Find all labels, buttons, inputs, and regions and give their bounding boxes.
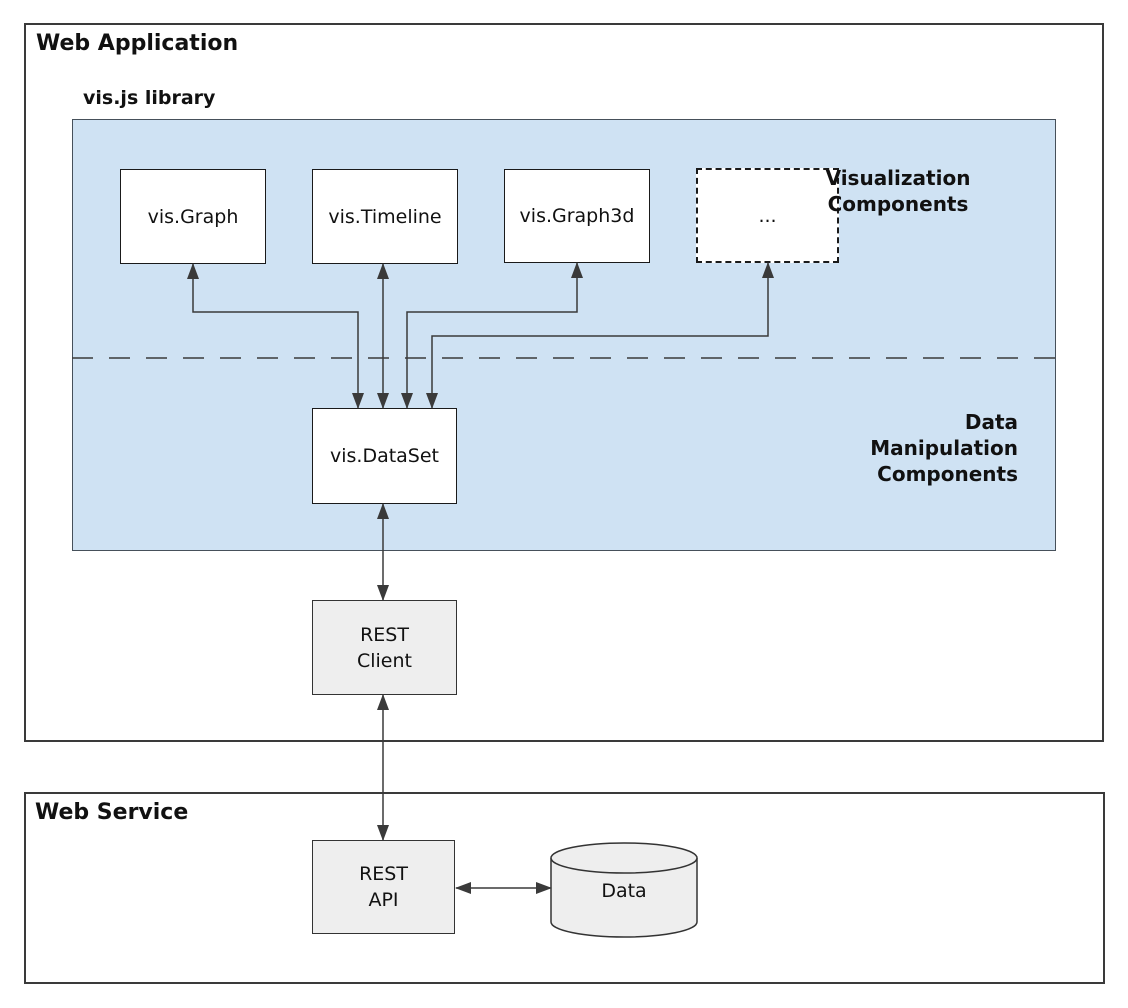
data-manipulation-label-line3: Components — [877, 462, 1018, 486]
box-rest-client-label-line2: Client — [356, 649, 412, 672]
box-rest-client: REST Client — [312, 600, 457, 695]
data-manipulation-components-label: Data Manipulation Components — [758, 409, 1018, 487]
box-vis-dataset-label: vis.DataSet — [329, 445, 440, 467]
web-service-frame — [24, 792, 1105, 984]
box-placeholder-label: ... — [758, 204, 777, 227]
box-rest-api-label-line1: REST — [359, 863, 408, 885]
box-vis-graph: vis.Graph — [120, 169, 266, 264]
data-manipulation-label-line2: Manipulation — [870, 436, 1018, 460]
box-rest-api: REST API — [312, 840, 455, 934]
visjs-library-title: vis.js library — [83, 87, 216, 109]
box-vis-timeline-label: vis.Timeline — [328, 205, 442, 228]
web-service-title: Web Service — [35, 800, 189, 825]
web-application-title: Web Application — [36, 31, 239, 56]
box-rest-api-label-line2: API — [368, 889, 399, 911]
box-vis-graph3d: vis.Graph3d — [504, 169, 650, 263]
box-vis-dataset: vis.DataSet — [312, 408, 457, 504]
visualization-components-label-line2: Components — [827, 192, 969, 216]
data-manipulation-label-line1: Data — [964, 410, 1018, 434]
data-store-label: Data — [601, 880, 647, 902]
web-application-frame — [24, 23, 1104, 742]
box-vis-graph-label: vis.Graph — [147, 205, 239, 228]
box-vis-timeline: vis.Timeline — [312, 169, 458, 264]
visualization-components-label: Visualization Components — [778, 165, 1018, 217]
box-vis-graph3d-label: vis.Graph3d — [519, 205, 635, 227]
visualization-components-label-line1: Visualization — [825, 166, 971, 190]
box-rest-client-label-line1: REST — [360, 623, 409, 646]
box-placeholder-component: ... — [696, 168, 839, 263]
